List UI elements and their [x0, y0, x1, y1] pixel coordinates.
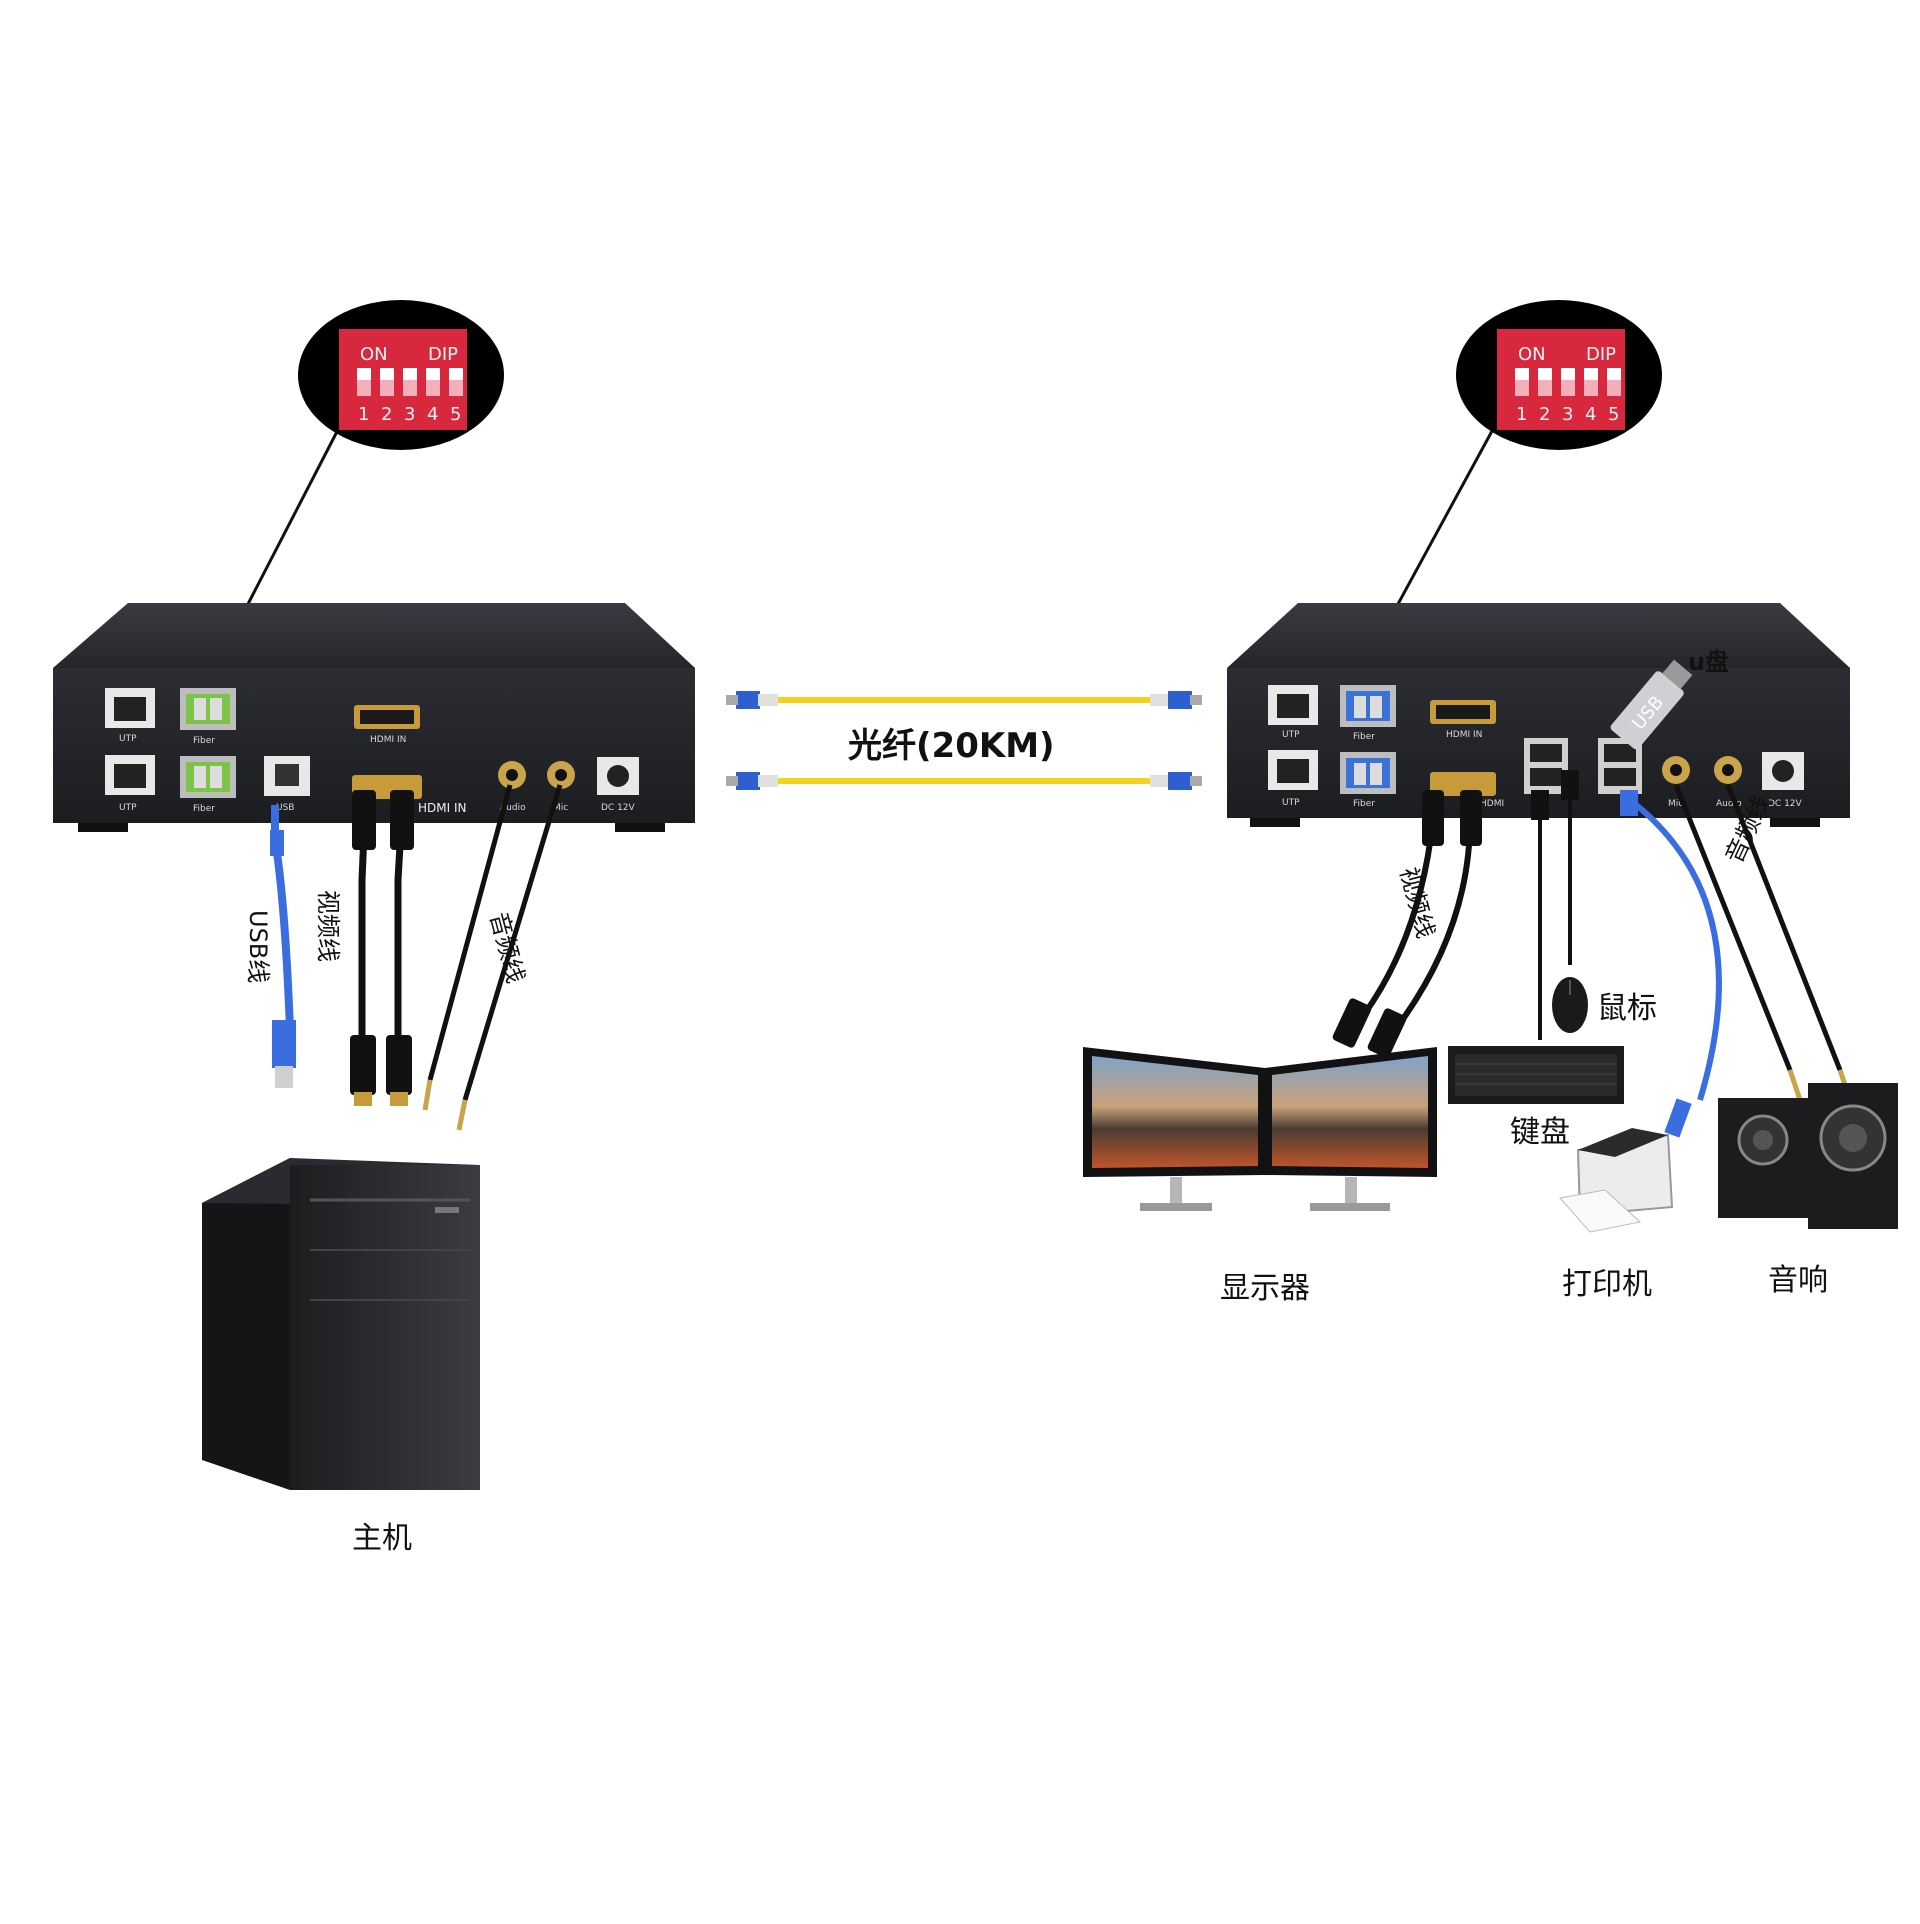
mouse-label: 鼠标: [1597, 991, 1657, 1026]
rx-top-face: [1227, 603, 1850, 668]
transmitter-unit: UTP UTP Fiber Fiber HDMI IN USB HDMI IN …: [53, 603, 695, 832]
rx-printer-usb-plug: [1664, 1098, 1692, 1138]
rx-hdmi-plug-2: [1367, 1008, 1407, 1058]
printer-label: 打印机: [1562, 1267, 1652, 1302]
tx-mic-label: Mic: [553, 803, 568, 813]
fiber-connector-2-right: [1150, 772, 1202, 790]
monitor-left-screen: [1092, 1056, 1258, 1168]
tx-dc-label: DC 12V: [601, 803, 636, 813]
tx-audio-cable-2: [462, 784, 563, 1101]
speaker-device: [1718, 1083, 1898, 1229]
tx-hdmi-label-big: HDMI IN: [418, 801, 467, 815]
monitor-device: [1083, 1047, 1437, 1211]
dip-callout-left: ON DIP 1 2 3 4 5: [246, 300, 504, 605]
rx-hdmi-plug-1: [1332, 998, 1372, 1048]
rx-hdmi-label-2: HDMI: [1480, 799, 1504, 809]
udisk-label: u盘: [1688, 648, 1729, 676]
dip-on-label-right: ON: [1518, 344, 1546, 365]
host-label: 主机: [352, 1521, 412, 1556]
monitor-right-screen: [1272, 1056, 1428, 1168]
pc-tower-side: [202, 1158, 290, 1490]
dip-num-2-left: 2: [381, 404, 392, 425]
tx-fiber-label-1: Fiber: [193, 736, 215, 746]
rx-foot-left: [1250, 818, 1300, 827]
monitor-label: 显示器: [1220, 1271, 1310, 1306]
tx-usb-plug: [272, 1020, 296, 1068]
tx-audio-cable-1: [427, 784, 513, 1081]
dip-dip-label-left: DIP: [428, 344, 458, 365]
fiber-label: 光纤(20KM): [848, 726, 1055, 766]
rx-fiber-label-2: Fiber: [1353, 799, 1375, 809]
rx-video-cable-2: [1392, 819, 1473, 1032]
speaker-label: 音响: [1768, 1263, 1828, 1298]
fiber-connector-2-left: [726, 772, 778, 790]
callout-line-left: [246, 419, 345, 605]
usb-cable-label: USB线: [244, 910, 272, 983]
keyboard-device: [1448, 1046, 1624, 1104]
mouse-body: [1552, 977, 1588, 1033]
tx-cables: [270, 784, 563, 1131]
rx-video-cable-1: [1357, 819, 1436, 1022]
printer-paper: [1559, 1189, 1642, 1233]
rx-printer-cable: [1628, 797, 1722, 1101]
tx-hdmi-plug-1: [350, 1035, 376, 1095]
rx-cables: [1332, 770, 1853, 1138]
video-cable-label: 视频线: [314, 890, 342, 962]
dip-num-3-left: 3: [404, 404, 415, 425]
fiber-connector-1-left: [726, 691, 778, 709]
tx-audio-label: Audio: [500, 803, 526, 813]
dip-num-4-left: 4: [427, 404, 438, 425]
callout-line-right: [1396, 419, 1500, 605]
rx-hdmi-in-label: HDMI IN: [1446, 730, 1482, 740]
rx-dc-label: DC 12V: [1768, 799, 1803, 809]
dip-switches-left: [357, 368, 463, 396]
dip-num-5-left: 5: [450, 404, 461, 425]
host-pc: [202, 1158, 480, 1490]
rx-hdmi-port-2: [1430, 772, 1496, 796]
tx-fiber-label-2: Fiber: [193, 804, 215, 814]
printer-top: [1578, 1128, 1668, 1157]
dip-num-4-right: 4: [1585, 404, 1596, 425]
tx-hdmi-plug-2: [386, 1035, 412, 1095]
rx-fiber-label-1: Fiber: [1353, 732, 1375, 742]
dip-on-label-left: ON: [360, 344, 388, 365]
tx-hdmi-in-label: HDMI IN: [370, 735, 406, 745]
dip-num-3-right: 3: [1562, 404, 1573, 425]
rx-utp-label-1: UTP: [1282, 730, 1300, 740]
dip-num-2-right: 2: [1539, 404, 1550, 425]
tx-utp-label-1: UTP: [119, 734, 137, 744]
tx-top-face: [53, 603, 695, 668]
dip-num-1-left: 1: [358, 404, 369, 425]
rx-audio-cable-2: [1725, 784, 1843, 1071]
keyboard-label: 键盘: [1510, 1115, 1570, 1150]
printer-device: [1559, 1128, 1674, 1233]
receiver-unit: UTP UTP Fiber Fiber HDMI IN HDMI Mic Aud…: [1227, 603, 1850, 827]
fiber-connector-1-right: [1150, 691, 1202, 709]
dip-dip-label-right: DIP: [1586, 344, 1616, 365]
tx-foot-left: [78, 823, 128, 832]
mouse-device: [1552, 977, 1588, 1033]
tx-utp-label-2: UTP: [119, 803, 137, 813]
dip-num-1-right: 1: [1516, 404, 1527, 425]
dip-switches-right: [1515, 368, 1621, 396]
rx-mic-label: Mic: [1668, 799, 1683, 809]
fiber-cables: 光纤(20KM): [726, 691, 1202, 790]
tx-foot-right: [615, 823, 665, 832]
rx-video-cable-label: 视频线: [1394, 864, 1440, 941]
pc-tower-front: [290, 1165, 480, 1490]
rx-audio-cable-1: [1673, 784, 1793, 1071]
dip-num-5-right: 5: [1608, 404, 1619, 425]
rx-utp-label-2: UTP: [1282, 798, 1300, 808]
rx-audio-label: Audio: [1716, 799, 1742, 809]
rx-foot-right: [1770, 818, 1820, 827]
tx-usb-label: USB: [276, 803, 294, 813]
dip-callout-right: ON DIP 1 2 3 4 5: [1396, 300, 1662, 605]
audio-cable-label: 音频线: [484, 909, 530, 986]
